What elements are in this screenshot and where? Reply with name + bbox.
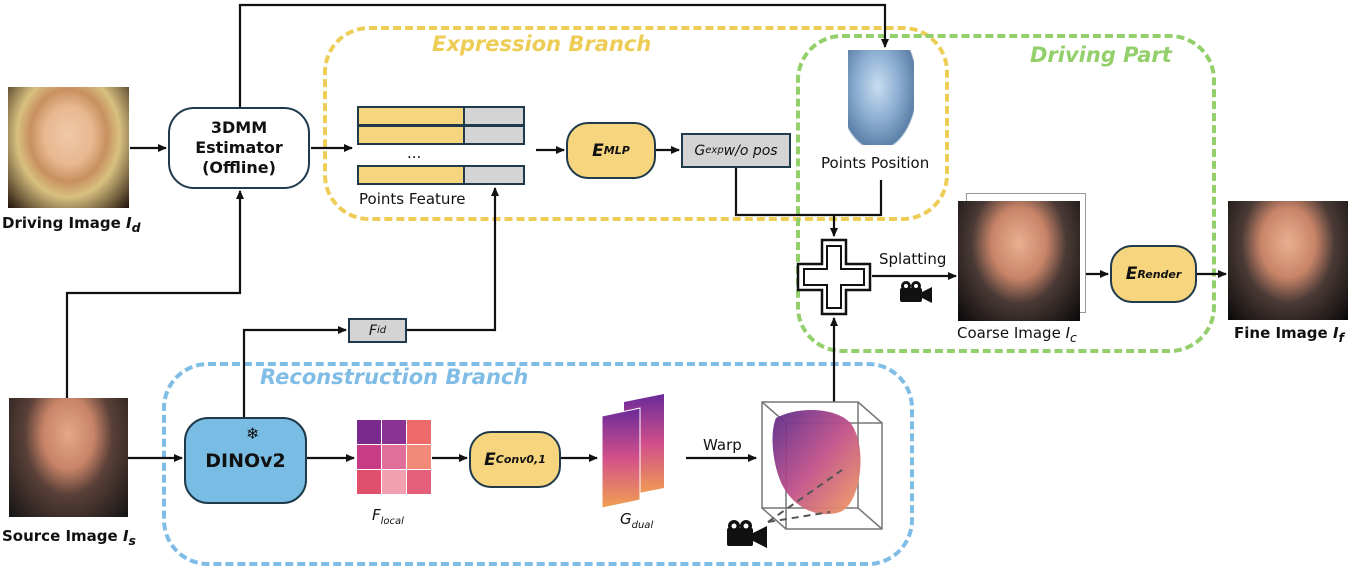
gdual-label: Gdual <box>620 510 654 531</box>
points-feature-bar <box>357 165 525 185</box>
warped-face-points <box>772 409 861 515</box>
points-position-head <box>848 50 914 145</box>
points-feature-label: Points Feature <box>359 190 466 208</box>
points-feature-ellipsis: ... <box>407 144 422 162</box>
driving-part-region <box>796 34 1216 353</box>
reconstruction-branch-region <box>162 362 914 566</box>
points-feature-bar <box>357 106 525 126</box>
3dmm-estimator-node: 3DMM Estimator (Offline) <box>168 107 310 189</box>
snowflake-icon: ❄ <box>246 424 260 443</box>
driving-part-title: Driving Part <box>1030 43 1172 67</box>
expression-branch-region <box>323 26 949 221</box>
camera-icon <box>900 281 932 303</box>
driving-image-caption: Driving Image Id <box>2 214 141 235</box>
dual-plane-front <box>601 407 641 509</box>
coarse-image-caption: Coarse Image Ic <box>957 324 1077 345</box>
camera-icon <box>727 520 767 548</box>
coarse-image <box>958 201 1080 321</box>
flocal-label: Flocal <box>372 506 404 527</box>
warp-label: Warp <box>703 436 742 454</box>
flocal-grid <box>357 420 431 494</box>
fine-image-caption: Fine Image If <box>1234 324 1344 345</box>
fine-image <box>1228 201 1348 320</box>
points-feature-bar <box>357 125 525 145</box>
plus-icon <box>796 238 872 316</box>
reconstruction-branch-title: Reconstruction Branch <box>260 365 529 389</box>
source-image <box>9 398 128 517</box>
splatting-label: Splatting <box>879 250 947 268</box>
camera-rays <box>767 469 843 523</box>
dinov2-node: DINOv2 <box>184 417 307 504</box>
driving-image <box>8 87 129 208</box>
points-position-label: Points Position <box>821 154 930 172</box>
expression-branch-title: Expression Branch <box>432 32 652 56</box>
source-image-caption: Source Image Is <box>2 527 136 548</box>
